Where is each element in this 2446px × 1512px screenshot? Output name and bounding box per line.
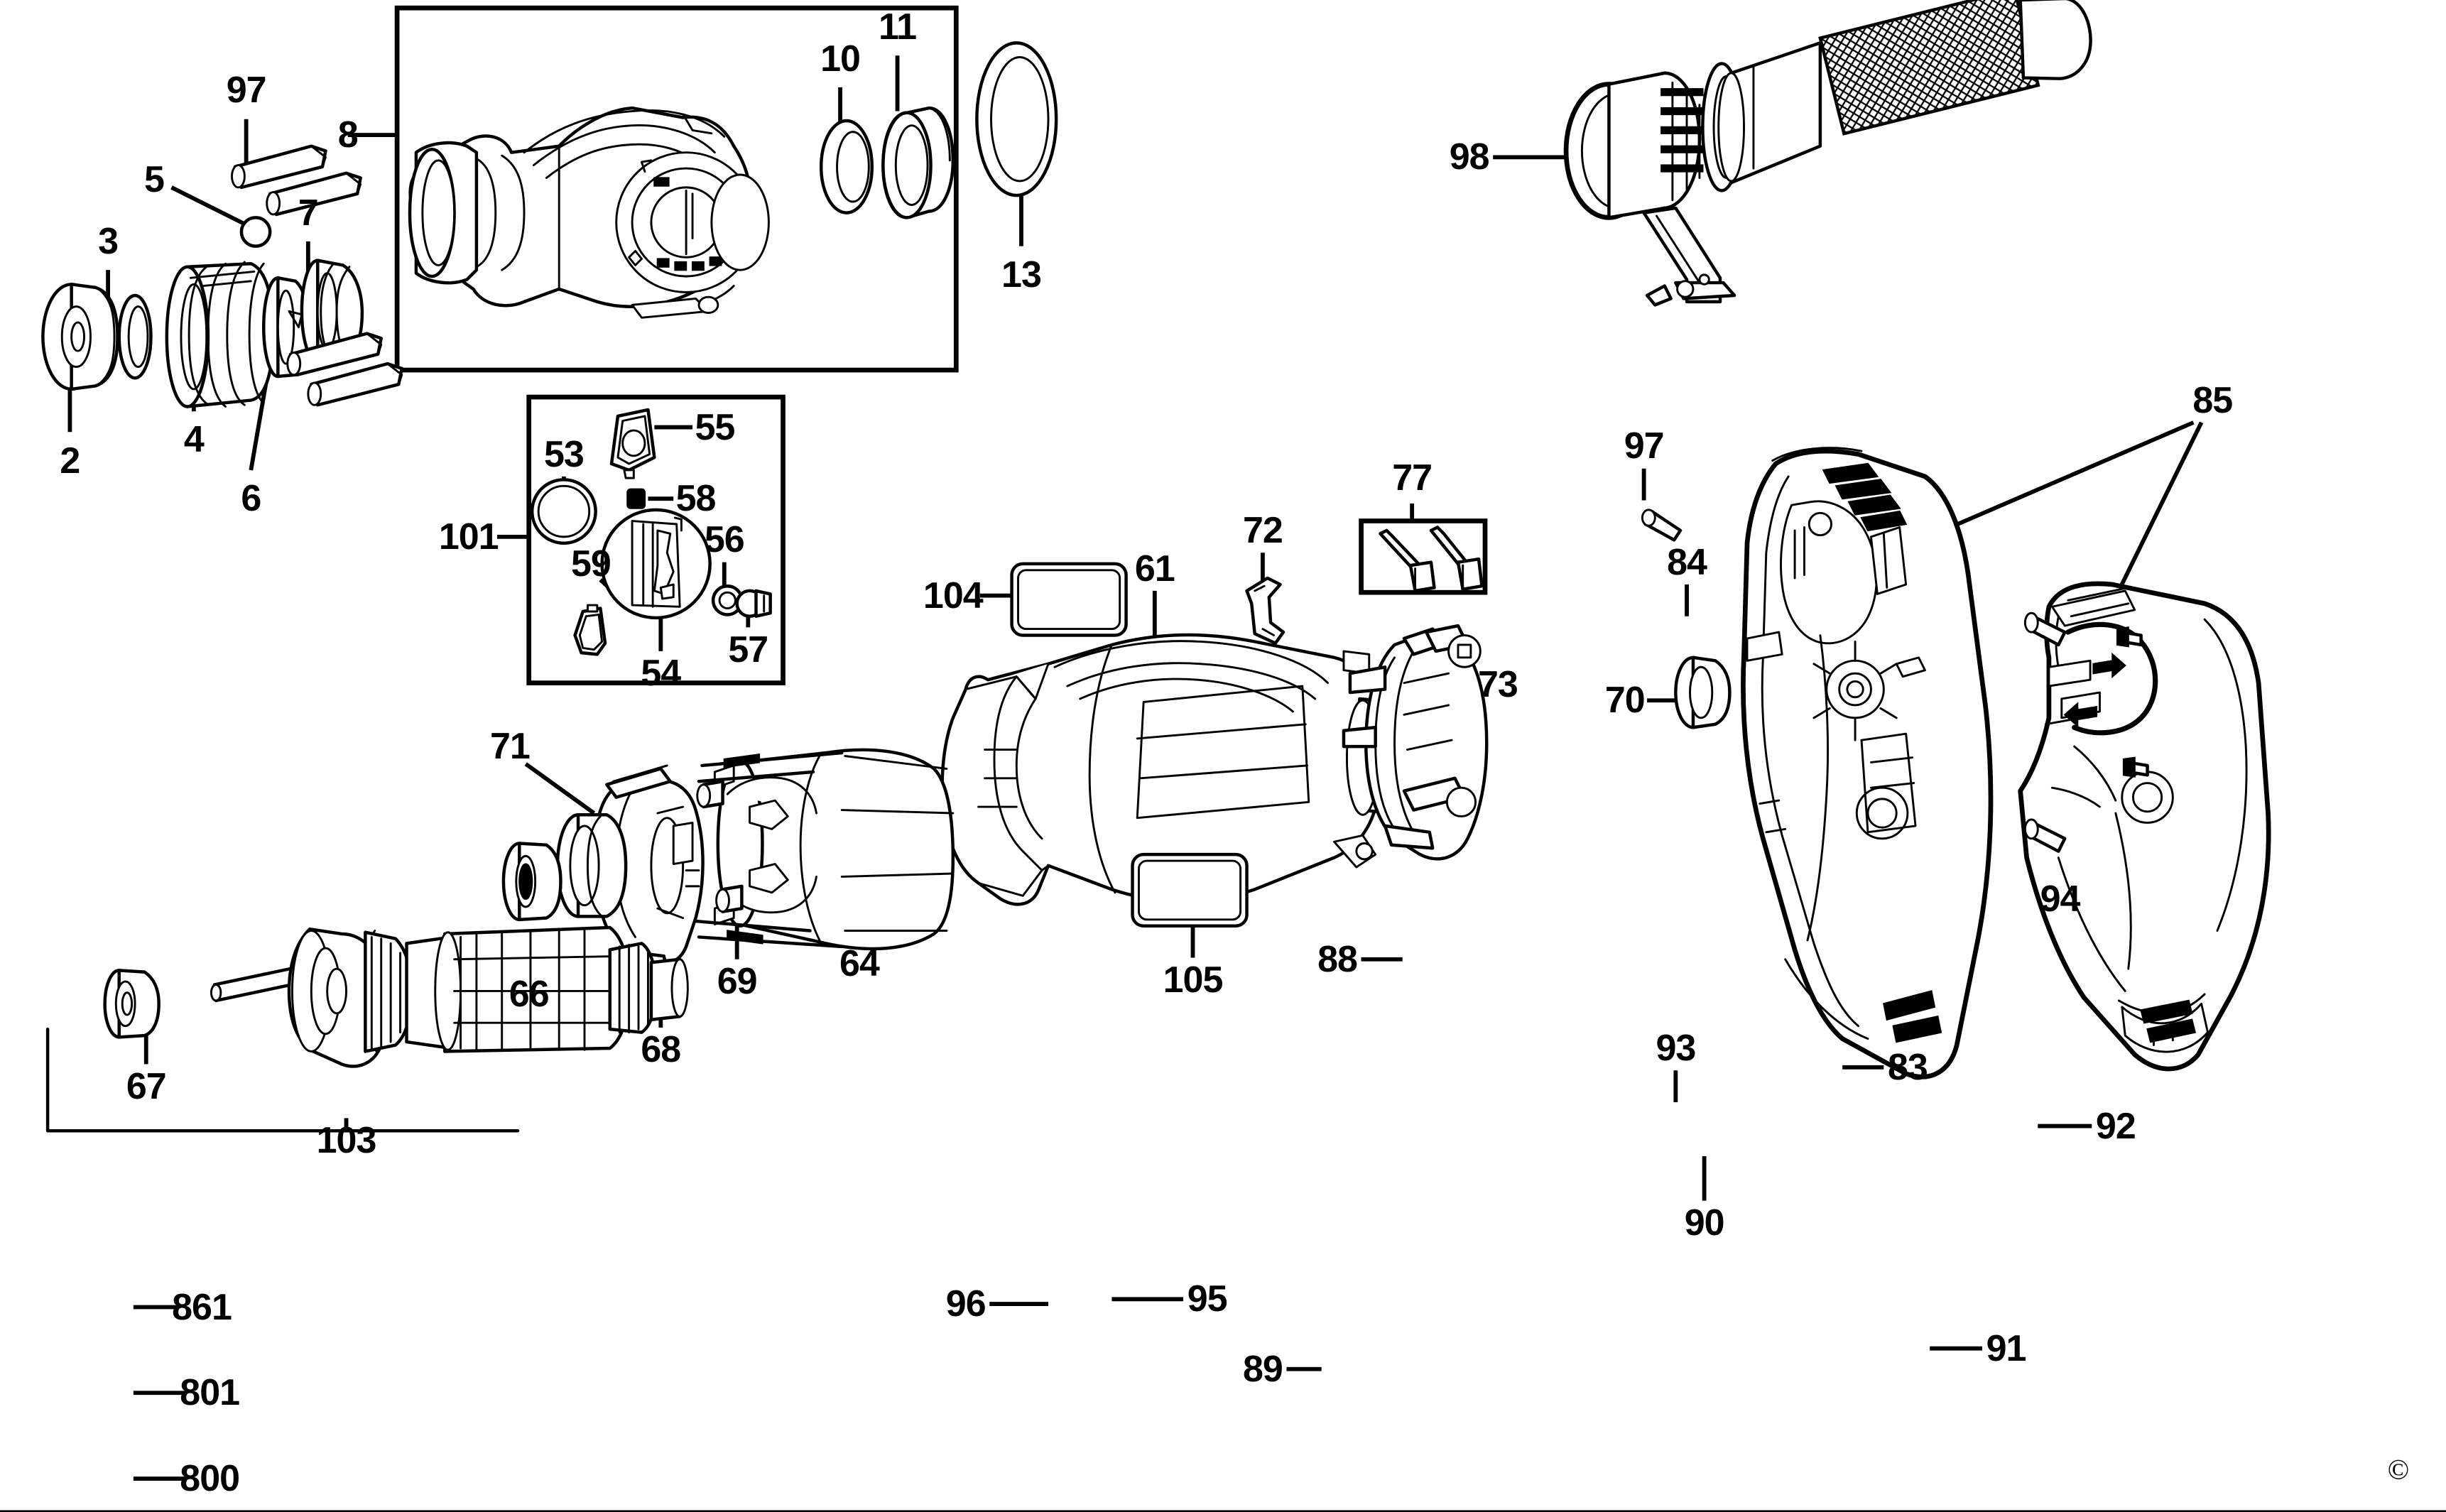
seal-ring-10	[819, 119, 874, 214]
brush-set-box	[1359, 518, 1488, 595]
ball-5	[239, 216, 272, 248]
callout-800: 800	[180, 1458, 240, 1500]
callout-93: 93	[1656, 1027, 1696, 1069]
callout-89: 89	[1242, 1348, 1283, 1390]
callout-95: 95	[1187, 1278, 1228, 1320]
screw-57	[735, 589, 772, 618]
callout-97-handle: 97	[1624, 425, 1665, 467]
cap-70	[1674, 656, 1732, 729]
callout-104: 104	[923, 575, 984, 616]
callout-88: 88	[1317, 938, 1358, 980]
armature-103	[210, 925, 689, 1068]
callout-94: 94	[2040, 878, 2081, 920]
end-cap-2	[41, 283, 119, 391]
clip-72	[1245, 576, 1285, 645]
callout-71: 71	[489, 726, 531, 768]
slide-59	[573, 604, 607, 656]
handle-housing-left-85	[1741, 447, 1994, 1079]
callout-4: 4	[183, 419, 205, 461]
label-105	[1131, 852, 1249, 928]
field-stator-64	[694, 748, 955, 951]
callout-3: 3	[98, 220, 119, 262]
spacer-69-lower	[715, 884, 744, 913]
switch-actuator-55	[609, 408, 656, 479]
label-104	[1010, 562, 1128, 637]
callout-10: 10	[820, 38, 861, 80]
side-handle-98	[1563, 0, 2092, 307]
callout-97-front: 97	[226, 70, 267, 112]
screw-94-upper	[2023, 611, 2067, 647]
callout-7: 7	[298, 192, 319, 234]
bushing-11	[881, 106, 955, 219]
callout-105: 105	[1163, 959, 1224, 1001]
callout-66: 66	[509, 973, 550, 1015]
callout-2: 2	[60, 440, 80, 482]
contact-block-58	[626, 488, 646, 509]
o-ring-13	[975, 41, 1058, 197]
callout-72: 72	[1242, 509, 1283, 551]
brush-holder-73	[1342, 624, 1489, 861]
callout-64: 64	[839, 943, 880, 985]
gear-case-assembly-art	[408, 106, 770, 319]
handle-housing-right-85	[2018, 581, 2271, 1072]
callout-70: 70	[1604, 680, 1646, 722]
callout-91: 91	[1986, 1327, 2027, 1369]
callout-13: 13	[1001, 254, 1042, 295]
speed-dial-54	[600, 508, 712, 620]
callout-58: 58	[675, 478, 717, 520]
chuck-sleeve-4	[165, 261, 275, 408]
copyright-icon: ©	[2387, 1453, 2410, 1486]
screw-94	[2023, 818, 2067, 853]
retaining-clip-6	[262, 276, 310, 379]
screw-84-lower	[2122, 756, 2149, 778]
callout-85: 85	[2192, 379, 2233, 421]
bearing-66	[501, 842, 562, 922]
callout-8: 8	[337, 114, 359, 156]
callout-90: 90	[1684, 1202, 1725, 1244]
bearing-67	[103, 969, 161, 1039]
callout-77: 77	[1392, 457, 1433, 499]
callout-101: 101	[438, 516, 499, 558]
callout-53: 53	[543, 433, 585, 475]
washer-3	[117, 293, 153, 380]
callout-68: 68	[641, 1029, 681, 1071]
callout-6: 6	[241, 478, 261, 520]
screw-97-handle	[1641, 508, 1683, 542]
carbon-brush-pair-77	[1379, 526, 1484, 593]
callout-54: 54	[641, 653, 681, 695]
callout-67: 67	[126, 1065, 167, 1107]
ring-53	[530, 478, 597, 545]
callout-83: 83	[1887, 1046, 1928, 1088]
callout-69: 69	[717, 961, 758, 1003]
callout-57: 57	[728, 629, 768, 670]
screw-84-upper	[2116, 626, 2143, 648]
callout-98: 98	[1449, 136, 1490, 178]
spacer-69-upper	[696, 780, 724, 809]
callout-92: 92	[2095, 1105, 2136, 1147]
switch-kit-box	[526, 394, 786, 685]
callout-96: 96	[945, 1283, 986, 1325]
callout-56: 56	[704, 519, 745, 561]
callout-73: 73	[1477, 663, 1518, 705]
callout-801: 801	[180, 1372, 240, 1414]
callout-55: 55	[695, 406, 735, 448]
washer-56	[711, 584, 744, 616]
callout-11: 11	[879, 6, 917, 48]
callout-861: 861	[172, 1286, 232, 1328]
screw-97-front-pair	[231, 144, 404, 407]
callout-84: 84	[1667, 541, 1707, 583]
bearing-holder-71	[555, 813, 628, 918]
callout-61: 61	[1134, 548, 1175, 589]
callout-103: 103	[316, 1119, 377, 1161]
callout-59: 59	[571, 543, 612, 584]
gearcase-inset-box	[394, 5, 959, 373]
callout-5: 5	[143, 158, 165, 200]
